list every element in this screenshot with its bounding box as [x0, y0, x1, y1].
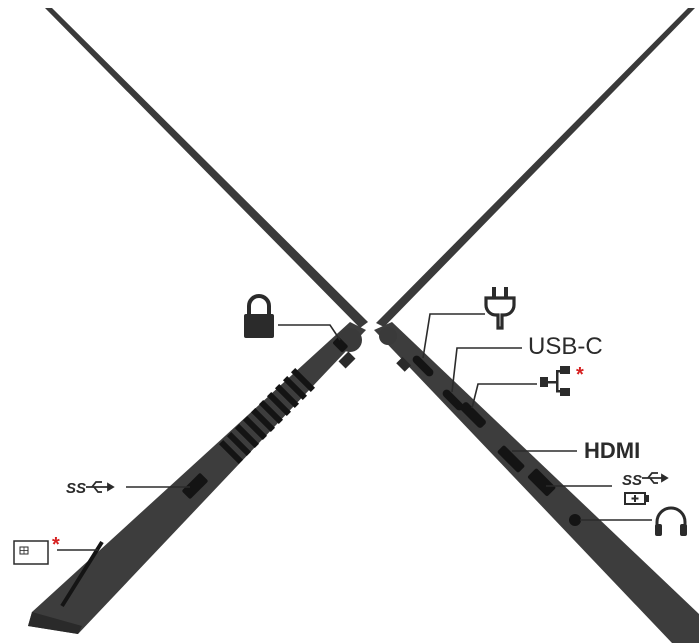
security-lock-slot — [333, 337, 348, 352]
usb-icon — [642, 472, 669, 484]
right-hinge — [379, 327, 397, 345]
headset-icon — [655, 506, 687, 536]
usb-a-port-right — [527, 468, 556, 497]
usb-c-label: USB-C — [528, 333, 603, 360]
right-laptop-lid — [376, 8, 695, 327]
card-reader-asterisk: * — [52, 534, 60, 556]
superspeed-label-right: SS — [622, 472, 643, 489]
callout-power — [422, 313, 485, 359]
usb-c-power-port — [412, 355, 434, 377]
left-laptop-lid — [45, 8, 368, 328]
smart-card-icon — [13, 540, 49, 565]
ethernet-extension-port — [460, 402, 486, 428]
hdmi-port — [497, 445, 525, 473]
audio-jack — [569, 514, 581, 526]
ethernet-icon — [540, 366, 570, 396]
lock-icon — [244, 294, 274, 338]
callout-ethernet — [471, 383, 537, 409]
right-laptop — [374, 8, 699, 643]
usb-icon-left — [86, 481, 115, 493]
smart-card-slot — [60, 540, 104, 608]
usb-c-port — [442, 389, 464, 411]
callout-lines — [57, 313, 652, 551]
battery-charge-icon — [624, 492, 649, 505]
usb-a-port-left — [182, 473, 208, 499]
vent-grille — [218, 367, 316, 465]
callout-usb-c — [451, 347, 522, 393]
callout-lock — [278, 324, 341, 341]
hdmi-label: HDMI — [584, 438, 641, 463]
ethernet-asterisk: * — [576, 364, 584, 386]
power-plug-icon — [484, 287, 516, 330]
superspeed-label-left: SS — [66, 480, 87, 497]
left-laptop — [28, 8, 368, 634]
